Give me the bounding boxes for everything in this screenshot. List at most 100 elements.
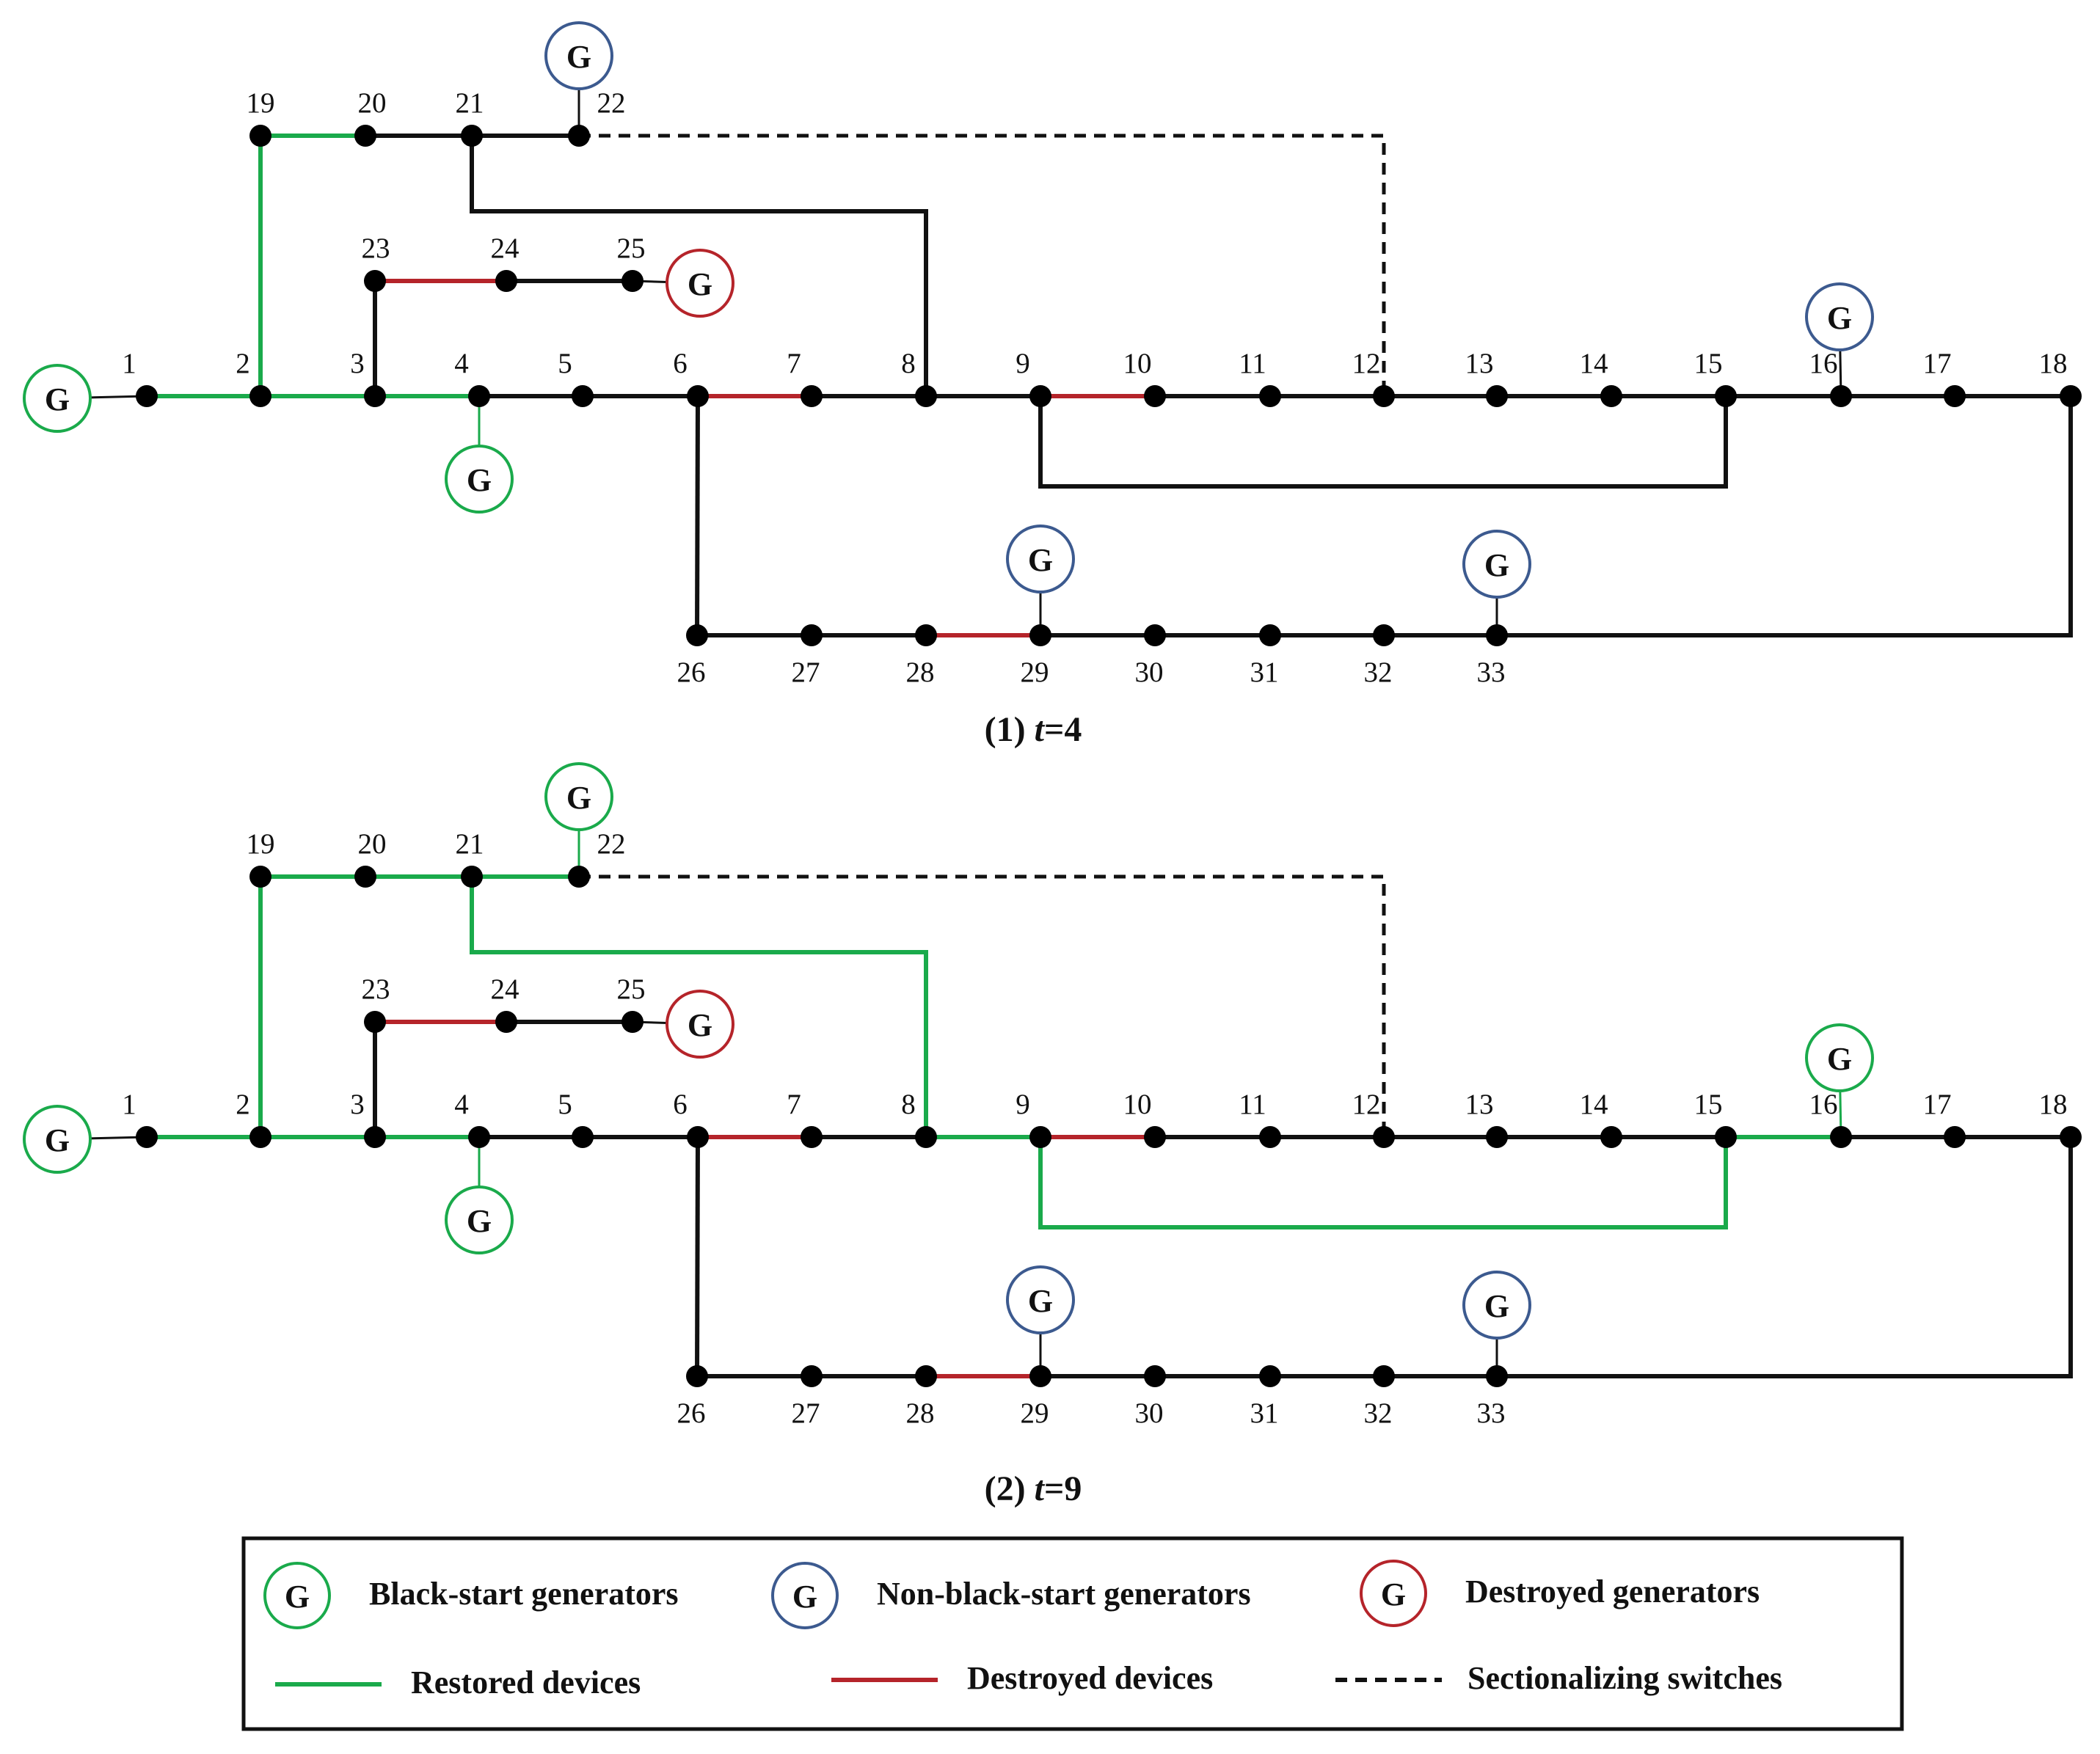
bus-node-32 bbox=[1373, 1365, 1395, 1387]
bus-node-21 bbox=[461, 125, 483, 147]
bus-label-23: 23 bbox=[362, 973, 390, 1005]
bus-label-33: 33 bbox=[1477, 1397, 1506, 1429]
bus-node-15 bbox=[1715, 385, 1737, 407]
legend-destroyed-gen-icon: G bbox=[1360, 1560, 1427, 1627]
legend-destroyed-g: G bbox=[1381, 1576, 1406, 1612]
legend-non-black-start-g: G bbox=[792, 1579, 817, 1615]
legend-destroyed-gen-label: Destroyed generators bbox=[1465, 1574, 1760, 1609]
legend-destroyed-label: Destroyed devices bbox=[967, 1660, 1213, 1696]
gen-25-icon: G bbox=[632, 990, 734, 1059]
bus-label-21: 21 bbox=[456, 87, 484, 119]
bus-node-18 bbox=[2060, 1126, 2082, 1148]
bus-label-5: 5 bbox=[558, 348, 572, 379]
bus-node-1 bbox=[136, 385, 158, 407]
bus-label-21: 21 bbox=[456, 828, 484, 860]
bus-label-24: 24 bbox=[491, 233, 519, 264]
gen-16-icon: G bbox=[1805, 282, 1874, 397]
line-18-33 bbox=[1497, 396, 2073, 637]
bus-node-32 bbox=[1373, 624, 1395, 646]
bus-node-31 bbox=[1259, 624, 1281, 646]
bus-label-26: 26 bbox=[677, 1397, 706, 1429]
bus-label-25: 25 bbox=[617, 973, 646, 1005]
bus-node-4 bbox=[468, 1126, 490, 1148]
bus-label-14: 14 bbox=[1580, 348, 1608, 379]
bus-label-12: 12 bbox=[1352, 348, 1381, 379]
bus-label-18: 18 bbox=[2039, 1089, 2068, 1120]
bus-node-27 bbox=[801, 1365, 823, 1387]
bus-node-29 bbox=[1029, 1365, 1051, 1387]
bus-node-2 bbox=[249, 1126, 271, 1148]
line-9-15 bbox=[1038, 396, 1728, 489]
gen-16-ring bbox=[1805, 1023, 1874, 1092]
bus-node-8 bbox=[915, 385, 937, 407]
gen-25-icon: G bbox=[632, 249, 734, 318]
bus-node-9 bbox=[1029, 385, 1051, 407]
legend-black-start-label: Black-start generators bbox=[369, 1576, 679, 1612]
bus-label-23: 23 bbox=[362, 233, 390, 264]
gen-4-letter: G bbox=[467, 462, 492, 498]
legend-restored-label: Restored devices bbox=[411, 1665, 641, 1700]
gen-29-letter: G bbox=[1028, 542, 1053, 578]
bus-node-6 bbox=[687, 385, 709, 407]
bus-label-2: 2 bbox=[236, 348, 250, 379]
bus-label-1: 1 bbox=[122, 1089, 136, 1120]
bus-label-30: 30 bbox=[1135, 1397, 1164, 1429]
bus-label-17: 17 bbox=[1923, 348, 1952, 379]
bus-node-7 bbox=[801, 1126, 823, 1148]
gen-22-ring bbox=[544, 762, 613, 831]
sectionalizing-switch-12-22 bbox=[579, 874, 1386, 1137]
bus-node-15 bbox=[1715, 1126, 1737, 1148]
bus-label-25: 25 bbox=[617, 233, 646, 264]
caption-2-value: =9 bbox=[1044, 1469, 1082, 1508]
legend-non-black-start-label: Non-black-start generators bbox=[877, 1576, 1251, 1612]
bus-node-21 bbox=[461, 866, 483, 888]
gen-1-ring bbox=[23, 364, 92, 433]
bus-label-31: 31 bbox=[1250, 1397, 1279, 1429]
bus-node-12 bbox=[1373, 385, 1395, 407]
gen-29-icon: G bbox=[1006, 1265, 1075, 1376]
bus-label-10: 10 bbox=[1123, 348, 1152, 379]
bus-node-14 bbox=[1600, 1126, 1622, 1148]
bus-label-16: 16 bbox=[1809, 1089, 1838, 1120]
line-6-26 bbox=[695, 395, 700, 636]
gen-4-icon: G bbox=[445, 1137, 514, 1254]
gen-25-ring bbox=[666, 249, 734, 318]
restored-line-9-15 bbox=[1038, 1137, 1728, 1229]
legend: G Black-start generators G Non-black-sta… bbox=[241, 1536, 1904, 1731]
bus-node-4 bbox=[468, 385, 490, 407]
bus-label-9: 9 bbox=[1016, 348, 1030, 379]
bus-node-2 bbox=[249, 385, 271, 407]
gen-29-letter: G bbox=[1028, 1283, 1053, 1319]
bus-node-27 bbox=[801, 624, 823, 646]
bus-node-14 bbox=[1600, 385, 1622, 407]
bus-node-13 bbox=[1486, 1126, 1508, 1148]
bus-label-6: 6 bbox=[673, 348, 688, 379]
gen-16-letter: G bbox=[1827, 300, 1852, 336]
gen-33-ring bbox=[1462, 1271, 1531, 1340]
bus-node-25 bbox=[621, 1011, 644, 1033]
bus-label-26: 26 bbox=[677, 657, 706, 688]
restored-line-8-21 bbox=[470, 877, 928, 1137]
caption-1-var: t bbox=[1035, 710, 1046, 749]
gen-16-letter: G bbox=[1827, 1041, 1852, 1077]
bus-node-9 bbox=[1029, 1126, 1051, 1148]
caption-1-prefix: (1) bbox=[985, 710, 1035, 749]
bus-label-20: 20 bbox=[358, 87, 387, 119]
bus-node-19 bbox=[249, 125, 271, 147]
bus-node-16 bbox=[1830, 1126, 1852, 1148]
bus-label-4: 4 bbox=[454, 1089, 469, 1120]
gen-22-icon: G bbox=[544, 762, 613, 877]
legend-black-start-g: G bbox=[285, 1579, 310, 1615]
bus-node-12 bbox=[1373, 1126, 1395, 1148]
line-18-33 bbox=[1497, 1137, 2073, 1378]
gen-22-ring bbox=[544, 21, 613, 90]
bus-node-11 bbox=[1259, 385, 1281, 407]
bus-label-28: 28 bbox=[906, 1397, 935, 1429]
caption-1-value: =4 bbox=[1044, 710, 1082, 749]
bus-label-32: 32 bbox=[1364, 657, 1393, 688]
bus-node-17 bbox=[1944, 1126, 1966, 1148]
bus-label-29: 29 bbox=[1021, 657, 1049, 688]
bus-node-1 bbox=[136, 1126, 158, 1148]
bus-node-30 bbox=[1144, 1365, 1166, 1387]
bus-label-27: 27 bbox=[792, 657, 820, 688]
